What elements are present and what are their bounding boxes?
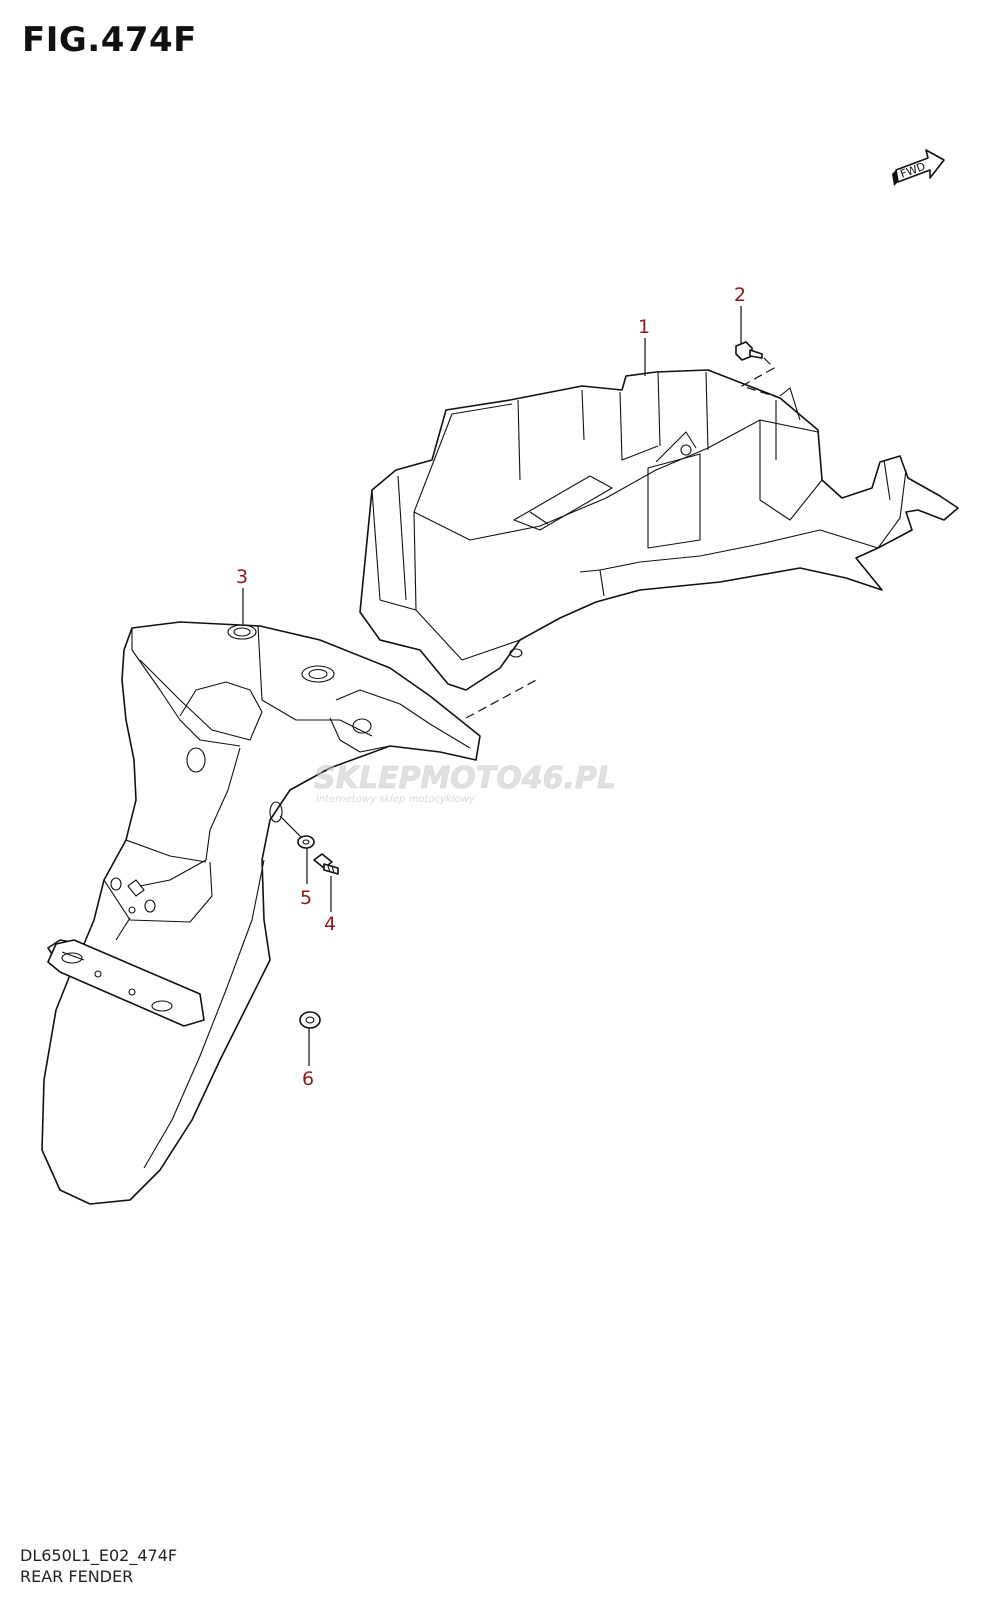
figure-code: DL650L1_E02_474F: [20, 1546, 178, 1565]
part-number-6[interactable]: 6: [302, 1068, 314, 1090]
part-2-bolt-drawing: [735, 341, 763, 361]
figure-title: FIG.474F: [22, 20, 197, 60]
part-3-assembly-line: [465, 677, 541, 719]
fwd-arrow-icon: FWD: [892, 149, 945, 186]
figure-name: REAR FENDER: [20, 1567, 134, 1586]
watermark-logo: SKLEPMOTO46.PL internetowy sklep motocyk…: [314, 761, 617, 805]
part-number-4[interactable]: 4: [324, 913, 336, 935]
fwd-label: FWD: [899, 160, 928, 181]
part-2-assembly-line: [740, 357, 781, 399]
part-6-washer-drawing: [299, 1011, 321, 1029]
part-1-inner-fender-drawing: [359, 369, 959, 691]
part-number-3[interactable]: 3: [236, 566, 248, 588]
part-number-2[interactable]: 2: [734, 284, 746, 306]
part-4-screw-drawing: [313, 853, 339, 875]
part-5-assembly-line: [279, 815, 303, 839]
part-number-5[interactable]: 5: [300, 887, 312, 909]
part-5-washer-drawing: [297, 835, 315, 849]
watermark-subtext: internetowy sklep motocyklowy: [316, 794, 476, 805]
watermark-text: SKLEPMOTO46.PL: [314, 761, 616, 796]
part-number-1[interactable]: 1: [638, 316, 650, 338]
part-3-rear-fender-drawing: [41, 621, 481, 1205]
